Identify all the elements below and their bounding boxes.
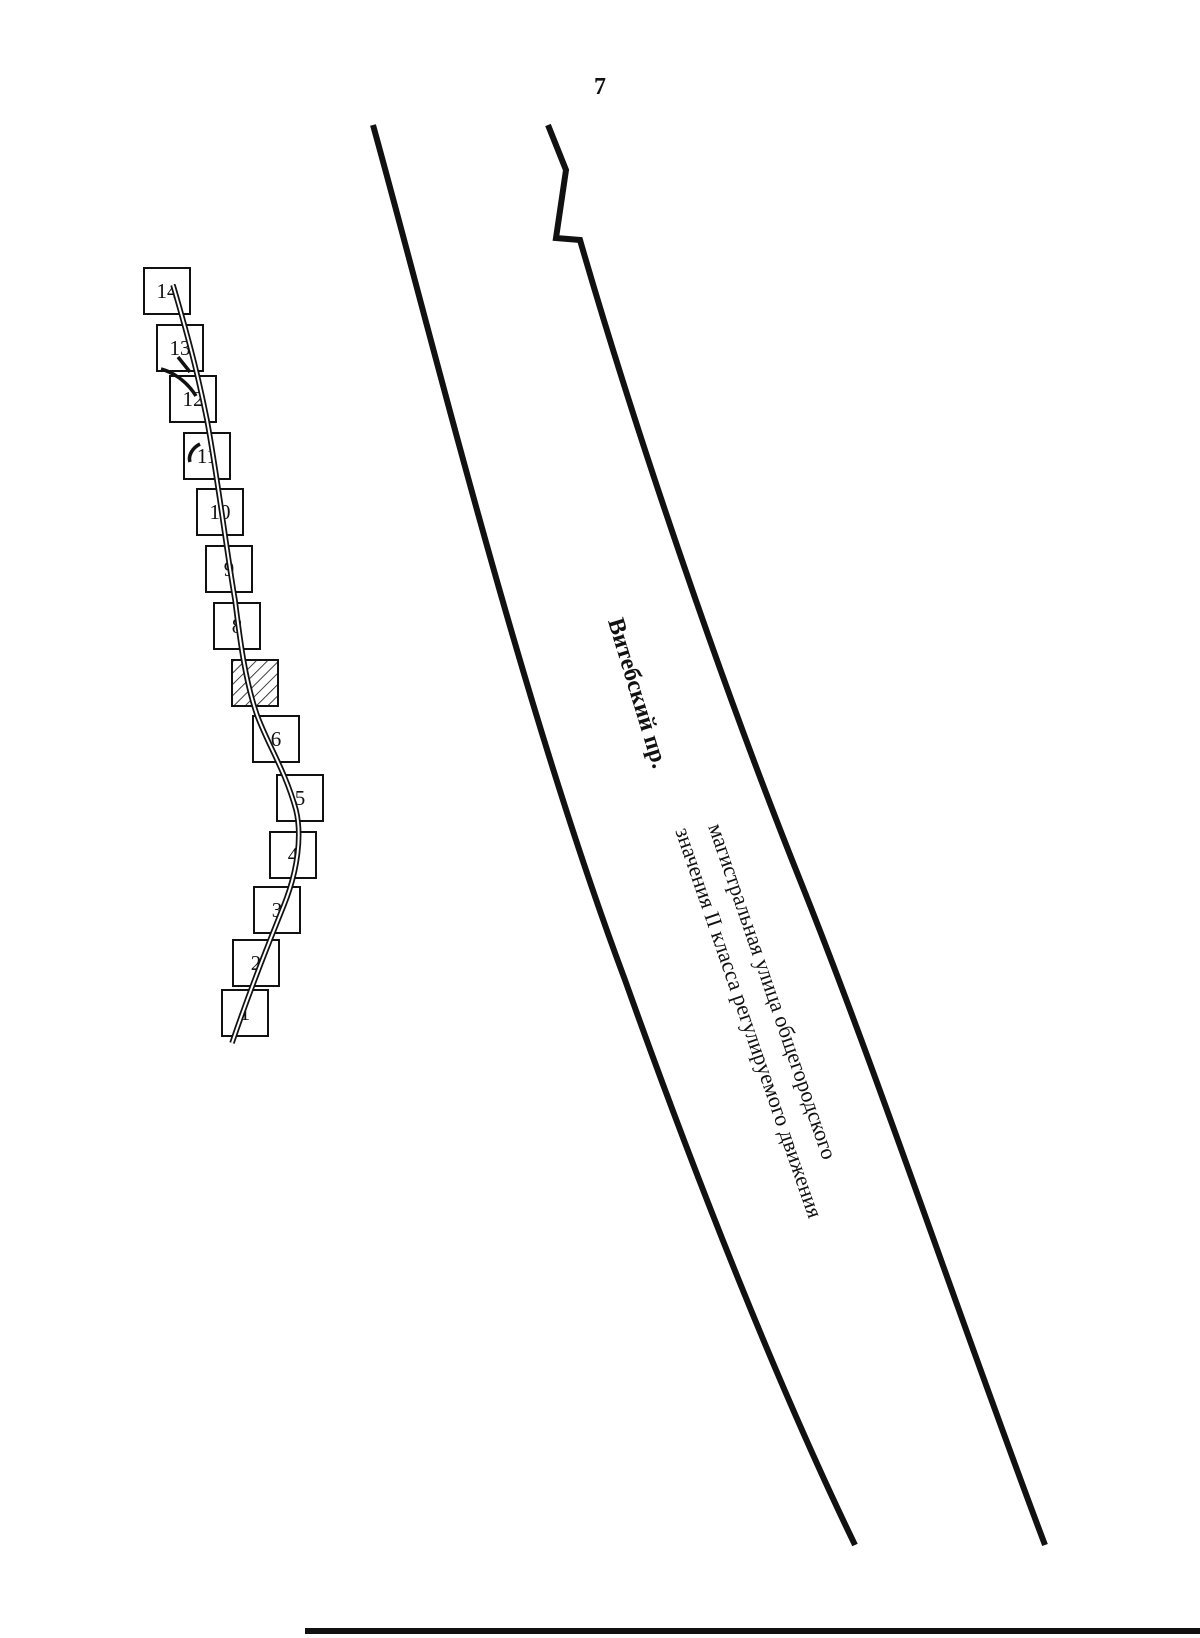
plot-12: 12 xyxy=(169,375,217,423)
plot-number-label: 4 xyxy=(288,843,299,867)
plot-square xyxy=(169,375,217,423)
bottom-rule xyxy=(305,1628,1200,1634)
page-number: 7 xyxy=(594,74,606,100)
route-line-inner xyxy=(172,284,300,1044)
plot-number-label: 13 xyxy=(170,336,191,360)
plot-number-label: 2 xyxy=(251,951,262,975)
plot-square xyxy=(143,267,191,315)
plot-number-label: 14 xyxy=(157,279,179,303)
plot-square xyxy=(221,989,269,1037)
plot-number-label: 12 xyxy=(183,387,204,411)
plot-number-label: 3 xyxy=(272,898,283,922)
plot-3: 3 xyxy=(253,886,301,934)
plot-number-label: 5 xyxy=(295,786,306,810)
road-edge-left xyxy=(370,124,858,1547)
plot-7 xyxy=(231,659,279,707)
route-branch xyxy=(160,355,201,463)
plot-square xyxy=(156,324,204,372)
plot-number-label: 6 xyxy=(271,727,282,751)
plot-13: 13 xyxy=(156,324,204,372)
road-edge-right xyxy=(545,123,1048,1547)
plot-14: 14 xyxy=(143,267,191,315)
plot-square-hatched xyxy=(231,659,279,707)
plot-square xyxy=(253,886,301,934)
plot-2: 2 xyxy=(232,939,280,987)
plot-square xyxy=(232,939,280,987)
